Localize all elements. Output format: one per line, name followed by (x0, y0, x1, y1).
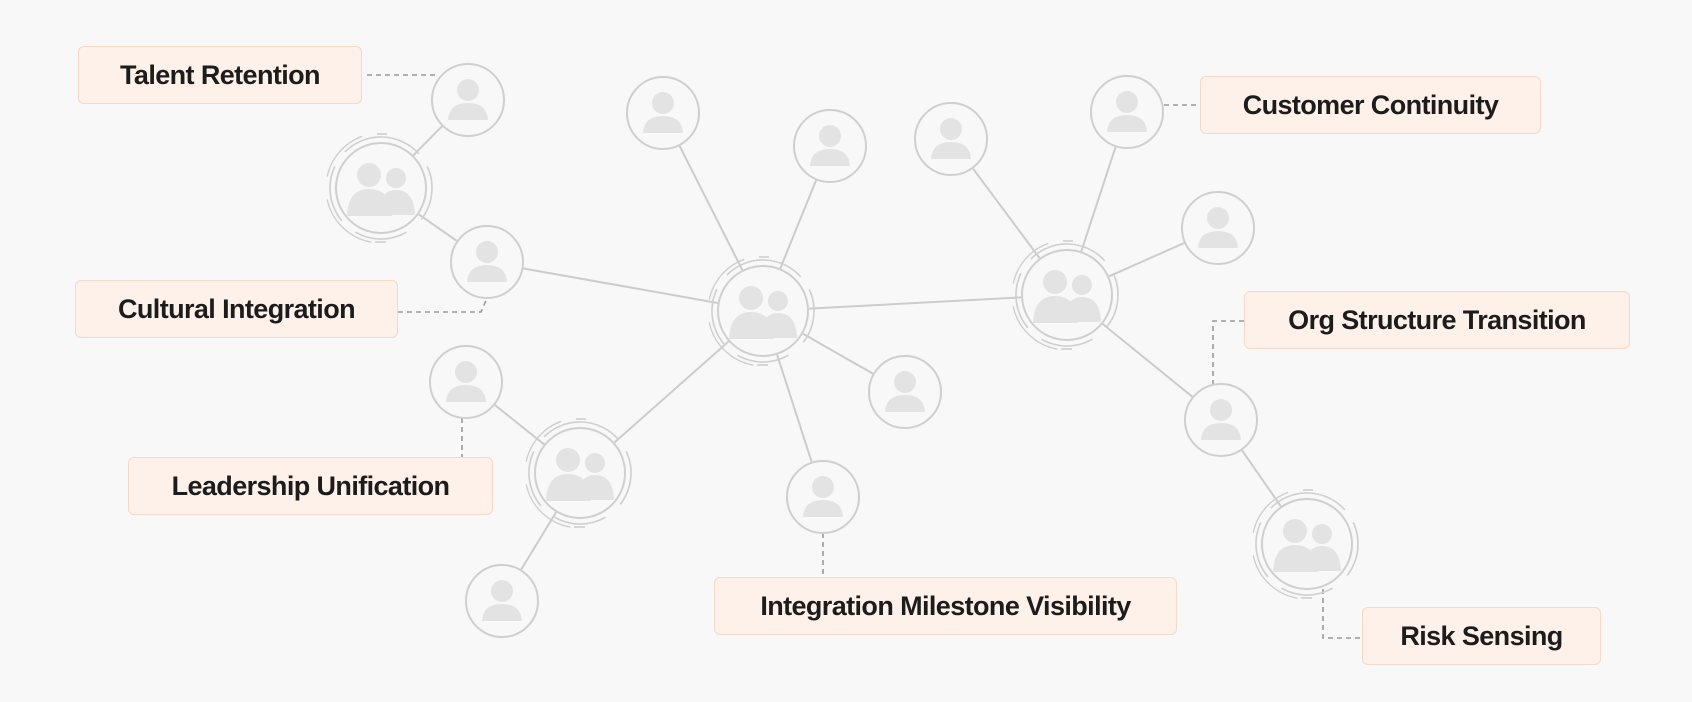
person-icon (1181, 191, 1255, 265)
person-icon (450, 225, 524, 299)
leader-line (398, 297, 488, 313)
group-icon (1012, 240, 1119, 350)
leader-line (1212, 320, 1244, 384)
group-icon (326, 133, 433, 243)
person-icon (786, 460, 860, 534)
person-icon (1090, 75, 1164, 149)
person-icon (793, 109, 867, 183)
connector-edge (776, 354, 813, 463)
person-icon (914, 102, 988, 176)
label-talent-retention: Talent Retention (78, 46, 362, 104)
connector-edge (1102, 323, 1193, 398)
person-icon (626, 76, 700, 150)
connector-edge (678, 145, 744, 271)
connector-edge (808, 296, 1022, 310)
label-customer-continuity: Customer Continuity (1200, 76, 1541, 134)
person-icon (429, 345, 503, 419)
connector-edge (523, 267, 718, 304)
person-icon (465, 564, 539, 638)
connector-edge (613, 340, 730, 444)
connector-edge (802, 332, 874, 375)
group-icon (1252, 489, 1359, 599)
person-icon (868, 355, 942, 429)
connector-edge (494, 404, 545, 446)
label-cultural-integration: Cultural Integration (75, 280, 398, 338)
group-icon (525, 418, 632, 528)
label-leadership-unification: Leadership Unification (128, 457, 493, 515)
label-risk-sensing: Risk Sensing (1362, 607, 1601, 665)
connector-edge (779, 179, 818, 269)
connector-edge (1241, 449, 1282, 507)
group-icon (708, 256, 815, 366)
connector-edge (418, 213, 458, 242)
connector-edge (1108, 242, 1185, 278)
leader-line (1322, 589, 1362, 639)
connector-edge (1080, 146, 1117, 252)
connector-edge (972, 168, 1041, 259)
label-integration-milestone-visibility: Integration Milestone Visibility (714, 577, 1177, 635)
connector-edge (412, 125, 443, 156)
connector-edge (520, 511, 557, 570)
person-icon (1184, 383, 1258, 457)
label-org-structure-transition: Org Structure Transition (1244, 291, 1630, 349)
person-icon (431, 63, 505, 137)
